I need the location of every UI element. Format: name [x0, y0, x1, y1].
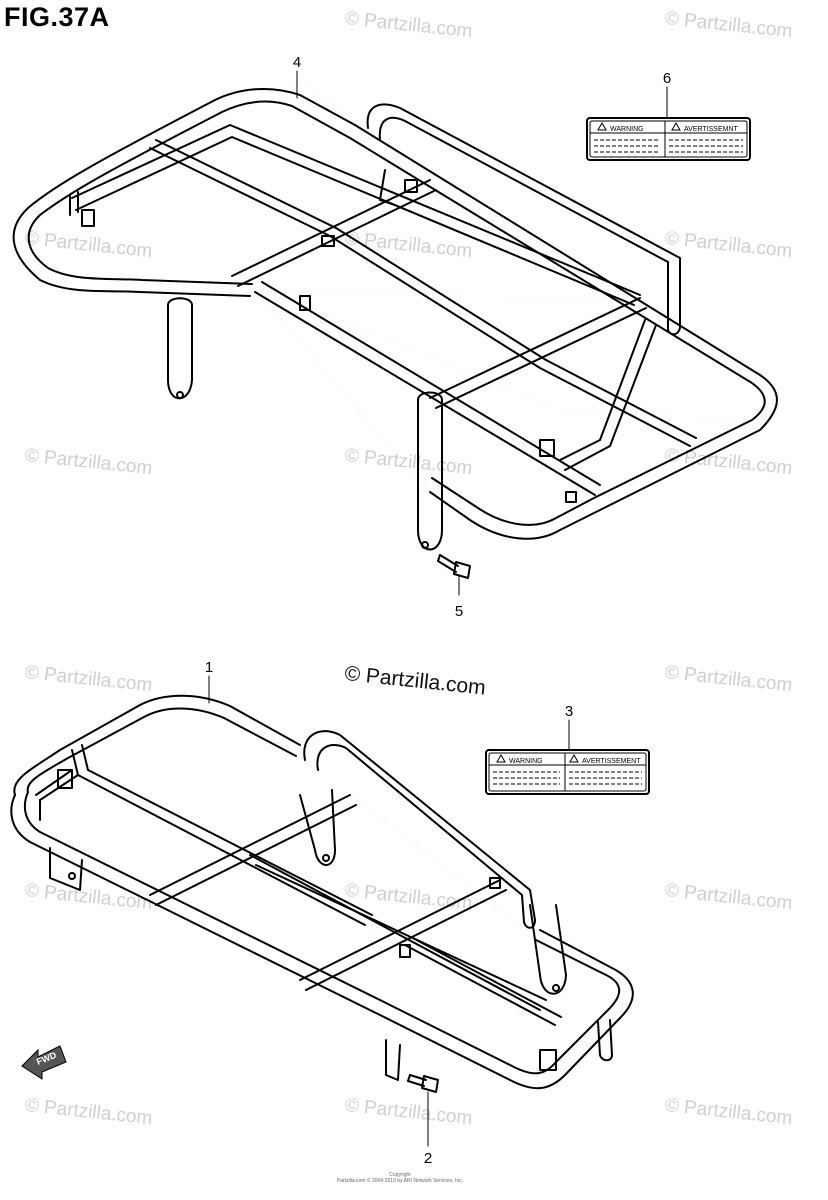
bolt-2-drawing[interactable]: [407, 1074, 439, 1147]
footer-copyright: Copyright Partzilla.com © 2004-2019 by A…: [300, 1172, 500, 1184]
label-3-avertissement-text: AVERTISSEMENT: [582, 758, 641, 765]
fwd-arrow-icon: FWD: [21, 1045, 67, 1080]
label-6-warning-text: WARNING: [610, 126, 644, 133]
warning-label-6[interactable]: WARNING AVERTISSEMNT: [586, 117, 751, 161]
callout-2[interactable]: 2: [423, 1150, 433, 1167]
footer-line-2: Partzilla.com © 2004-2019 by ARI Network…: [336, 1178, 464, 1184]
figure-title: FIG.37A: [4, 2, 110, 32]
footer-line-1: Copyright: [389, 1172, 411, 1178]
callout-3[interactable]: 3: [564, 703, 574, 720]
callout-1[interactable]: 1: [204, 659, 214, 676]
rear-carrier-drawing[interactable]: [12, 80, 778, 551]
front-carrier-drawing[interactable]: [10, 694, 634, 1090]
callout-4[interactable]: 4: [292, 54, 302, 71]
label-3-warning-text: WARNING: [509, 758, 543, 765]
callout-5[interactable]: 5: [454, 603, 464, 620]
bolt-5-drawing[interactable]: [437, 554, 471, 596]
callout-6[interactable]: 6: [662, 70, 672, 87]
warning-label-3[interactable]: WARNING AVERTISSEMENT: [485, 749, 650, 795]
label-6-avertissement-text: AVERTISSEMNT: [684, 126, 739, 133]
